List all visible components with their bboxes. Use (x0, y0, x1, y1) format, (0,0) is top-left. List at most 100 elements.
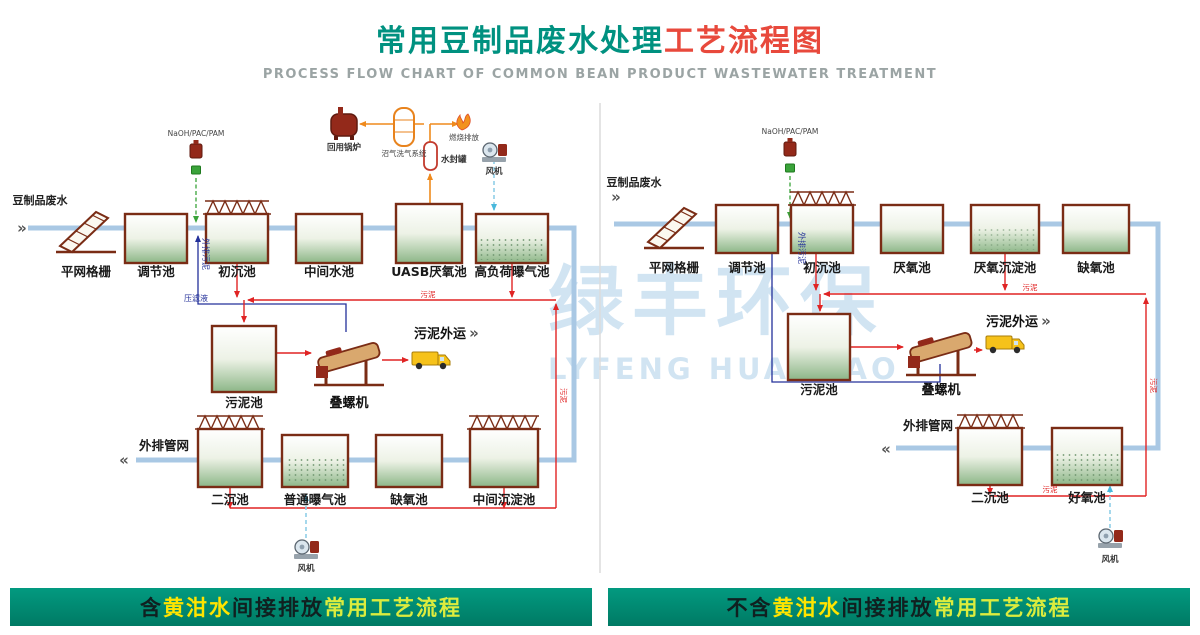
left-filtrate-label: 压滤液 (184, 293, 208, 303)
left-bottom-fan-icon (293, 539, 320, 560)
left-ordinary-aeration-label: 普通曝气池 (284, 492, 347, 507)
left-banner-part2: 黄泔水 (163, 596, 232, 620)
right-banner-part1: 不含 (726, 596, 773, 620)
right-diagram: 豆制品废水 » NaOH/PAC/PAM 平网格栅 调节池 初沉池 厌氧池 厌氧… (607, 127, 1161, 565)
left-screw-press-icon (312, 335, 386, 387)
left-top-fan-icon (481, 142, 508, 163)
right-screw-press-icon (904, 325, 978, 377)
right-aerobic-bubbles (1055, 453, 1119, 481)
page-title: 常用豆制品废水处理工艺流程图 (0, 16, 1200, 60)
right-anaerobic-sed-label: 厌氧沉淀池 (974, 260, 1037, 275)
left-bottom-fan-label: 风机 (297, 563, 315, 574)
left-anoxic-tank (374, 433, 444, 489)
right-banner: 不含 黄泔水 间接排放 常用工艺流程 (608, 588, 1190, 626)
right-regulating-tank (714, 203, 780, 255)
header: 常用豆制品废水处理工艺流程图 PROCESS FLOW CHART OF COM… (0, 16, 1200, 82)
right-dosing-label: NaOH/PAC/PAM (762, 127, 819, 136)
left-burn-discharge-label: 燃烧排放 (449, 132, 479, 142)
right-primary-sed-label: 初沉池 (803, 260, 841, 275)
left-ordinary-aeration-bubbles (285, 458, 345, 484)
title-teal-part: 常用豆制品废水处理 (376, 24, 664, 59)
right-screw-press-label: 叠螺机 (921, 382, 960, 398)
right-fan-label: 风机 (1101, 554, 1119, 565)
left-outfall-label: 外排管网 (138, 438, 189, 453)
left-intermediate-sed-tank (468, 427, 540, 489)
left-banner-part4: 常用工艺流程 (324, 596, 462, 620)
left-dosing-device-icon (189, 139, 203, 175)
left-regulating-tank (123, 212, 189, 265)
left-screw-press-label: 叠螺机 (329, 395, 368, 411)
right-outfall-label: 外排管网 (902, 418, 953, 433)
right-secondary-sed-label: 二沉池 (971, 490, 1009, 505)
left-diagram: 豆制品废水 » NaOH/PAC/PAM 平网格栅 调节池 初沉池 中间水池 U… (13, 107, 577, 574)
left-banner-part3: 间接排放 (232, 596, 324, 620)
right-filtrate-pipe (769, 229, 941, 383)
right-secondary-sed-truss (955, 413, 1025, 430)
right-sludge-vertical-label: 污泥 (1149, 378, 1158, 393)
left-boiler-icon (330, 107, 358, 140)
left-filtrate-pipe (195, 235, 347, 332)
left-banner: 含 黄泔水 间接排放 常用工艺流程 (10, 588, 592, 626)
left-bar-screen-icon (54, 210, 118, 254)
left-primary-sed-label: 初沉池 (218, 264, 256, 279)
left-intermediate-sed-truss (467, 414, 541, 431)
right-primary-sed-tank (789, 203, 855, 255)
process-diagram: 豆制品废水 » NaOH/PAC/PAM 平网格栅 调节池 初沉池 中间水池 U… (13, 103, 1161, 574)
title-red-part: 工艺流程图 (664, 24, 824, 59)
left-sludge-line-label: 污泥 (421, 290, 436, 299)
right-anaerobic-tank (879, 203, 945, 255)
left-outfall-chevron: « (119, 451, 129, 469)
right-bar-screen-icon (642, 206, 706, 250)
left-regulating-label: 调节池 (137, 264, 175, 279)
right-banner-part2: 黄泔水 (772, 596, 842, 620)
left-intermediate-sed-label: 中间沉淀池 (473, 492, 536, 507)
left-aeration-bubbles (479, 238, 545, 260)
right-dosing-device-icon (783, 137, 797, 173)
right-sludge-tank-label: 污泥池 (800, 382, 838, 397)
right-screen-label: 平网格栅 (649, 260, 700, 275)
right-anoxic-tank (1061, 203, 1131, 255)
left-sludge-tank-label: 污泥池 (225, 395, 263, 410)
left-sludge-vertical-label: 污泥 (559, 388, 568, 403)
left-water-seal-icon (423, 141, 438, 171)
right-anaerobic-sed-pattern (974, 228, 1036, 250)
left-gas-wash-icon (393, 107, 415, 147)
left-intermediate-tank-label: 中间水池 (304, 264, 355, 279)
left-primary-sed-truss (203, 199, 271, 216)
left-uasb-tank (394, 202, 464, 265)
left-sludge-truck-icon (411, 351, 451, 370)
left-secondary-sed-tank (196, 427, 264, 489)
right-outfall-chevron: « (881, 440, 891, 458)
left-sludge-pipes (227, 263, 559, 509)
right-anoxic-label: 缺氧池 (1077, 260, 1115, 275)
left-boiler-label: 回用锅炉 (327, 142, 362, 153)
right-sludge-bottom-label: 污泥 (1043, 485, 1059, 494)
left-anoxic-label: 缺氧池 (390, 492, 428, 507)
right-banner-part4: 常用工艺流程 (933, 596, 1072, 620)
right-sludge-truck-icon (985, 335, 1025, 354)
right-anaerobic-label: 厌氧池 (893, 260, 931, 275)
right-sludge-line-label: 污泥 (1023, 283, 1039, 292)
page-subtitle: PROCESS FLOW CHART OF COMMON BEAN PRODUC… (262, 67, 938, 82)
left-intermediate-tank (294, 212, 364, 265)
right-input-label: 豆制品废水 (607, 175, 663, 189)
left-high-load-label: 高负荷曝气池 (474, 264, 550, 279)
left-waipai-sludge-label: 外排污泥 (201, 238, 211, 270)
left-banner-part1: 含 (140, 596, 163, 620)
left-biogas-pipes (359, 121, 459, 204)
right-sludge-pipes (813, 253, 1149, 497)
right-inflow-chevron: » (611, 188, 621, 206)
right-sludge-out-label: 污泥外运 (986, 314, 1038, 330)
left-uasb-label: UASB厌氧池 (391, 264, 467, 279)
right-sludge-tank (786, 312, 852, 382)
left-flame-icon (456, 113, 471, 131)
left-screen-label: 平网格栅 (61, 264, 112, 279)
left-gas-wash-label: 沼气洗气系统 (382, 148, 427, 158)
left-inflow-chevron: » (17, 219, 27, 237)
right-main-water-pipe (614, 221, 1161, 451)
right-aerobic-label: 好氧池 (1067, 490, 1106, 505)
bottom-banners: 含 黄泔水 间接排放 常用工艺流程 不含 黄泔水 间接排放 常用工艺流程 (0, 588, 1200, 626)
left-primary-sed-tank (204, 212, 270, 265)
left-secondary-sed-label: 二沉池 (211, 492, 249, 507)
